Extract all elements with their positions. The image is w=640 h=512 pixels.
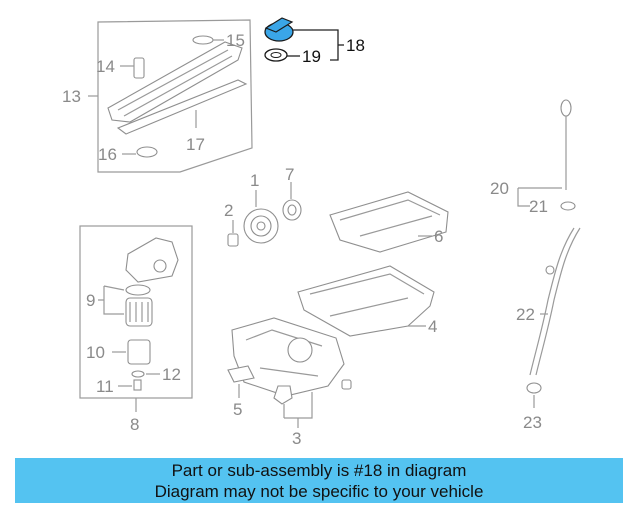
banner-line-2: Diagram may not be specific to your vehi… — [154, 482, 484, 501]
valve-cover-group: 13 17 14 15 16 — [62, 19, 253, 173]
filler-cap-seal — [264, 48, 288, 62]
callout-2: 2 — [224, 201, 233, 220]
parts-diagram: 13 17 14 15 16 19 18 2 — [62, 17, 581, 448]
callout-11: 11 — [96, 377, 114, 396]
callout-3: 3 — [292, 429, 301, 448]
callout-21: 21 — [529, 197, 548, 216]
callout-19: 19 — [302, 47, 321, 66]
oil-filler-cap-group: 19 18 — [264, 17, 365, 66]
callout-17: 17 — [186, 135, 205, 154]
callout-7: 7 — [285, 165, 294, 184]
info-banner: Part or sub-assembly is #18 in diagram D… — [15, 458, 623, 503]
callout-23: 23 — [523, 413, 542, 432]
callout-20: 20 — [490, 179, 509, 198]
oil-pan-group: 6 4 3 5 — [227, 191, 449, 448]
callout-13: 13 — [62, 87, 81, 106]
callout-16: 16 — [98, 145, 117, 164]
callout-12: 12 — [162, 365, 181, 384]
callout-6: 6 — [434, 227, 443, 246]
callout-4: 4 — [428, 317, 437, 336]
banner-line-1: Part or sub-assembly is #18 in diagram — [171, 461, 467, 480]
callout-22: 22 — [516, 305, 535, 324]
callout-8: 8 — [130, 415, 139, 434]
callout-14: 14 — [96, 57, 115, 76]
callout-1: 1 — [250, 171, 259, 190]
callout-10: 10 — [86, 343, 105, 362]
callout-5: 5 — [233, 400, 242, 419]
dipstick-group: 20 21 22 23 — [490, 99, 581, 432]
callout-15: 15 — [226, 31, 245, 50]
callout-18: 18 — [346, 36, 365, 55]
oil-filter-group: 8 9 10 12 11 — [79, 225, 193, 434]
pulley-group: 1 2 7 — [224, 165, 302, 247]
callout-9: 9 — [86, 291, 95, 310]
